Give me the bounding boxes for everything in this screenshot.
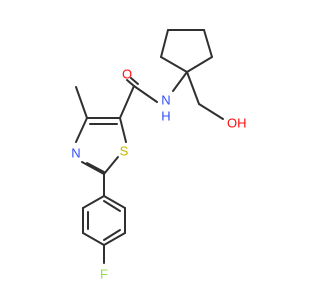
bond [81,161,105,175]
bond [75,117,88,143]
thiazole-sulfur-label: S [120,144,129,159]
bond [103,229,121,241]
bond [172,71,188,92]
bond [126,79,135,87]
bond [103,156,119,175]
atom-labels: O N H OH N S F [71,67,246,282]
bond [119,117,127,143]
bond [160,29,169,58]
amide-nitrogen-label: N [161,93,170,108]
thiazole-nitrogen-label: N [71,146,80,161]
bond [186,71,200,105]
bond [198,103,224,120]
bond [86,162,105,173]
bond [103,195,126,209]
bond [119,85,135,119]
bond [103,232,126,246]
structure-canvas: O N H OH N S F [71,29,247,282]
bond [75,86,88,119]
bond [103,200,121,212]
amide-hydrogen-label: H [161,109,170,124]
bond [160,56,188,73]
bond [203,29,213,58]
hydroxyl-label: OH [227,116,247,131]
bond [130,77,139,85]
bond [82,232,105,246]
bond [186,56,213,73]
molecule-structure: O N H OH N S F [71,29,247,282]
bonds [75,29,224,264]
fluorine-label: F [100,267,108,282]
bond [133,85,158,103]
bond [82,195,105,209]
oxygen-carbonyl-label: O [122,67,132,82]
